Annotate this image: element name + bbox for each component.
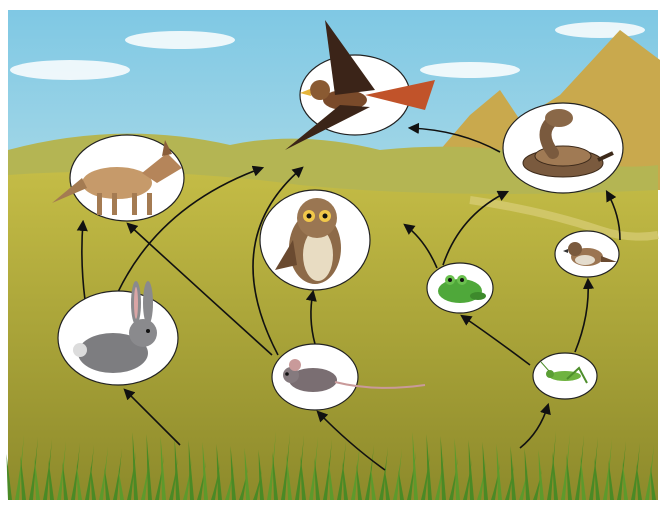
node-frog: [427, 263, 493, 313]
node-owl: [260, 190, 370, 290]
node-snake: [503, 103, 623, 193]
node-sparrow: [555, 231, 619, 277]
node-grasshopper: [533, 353, 597, 399]
